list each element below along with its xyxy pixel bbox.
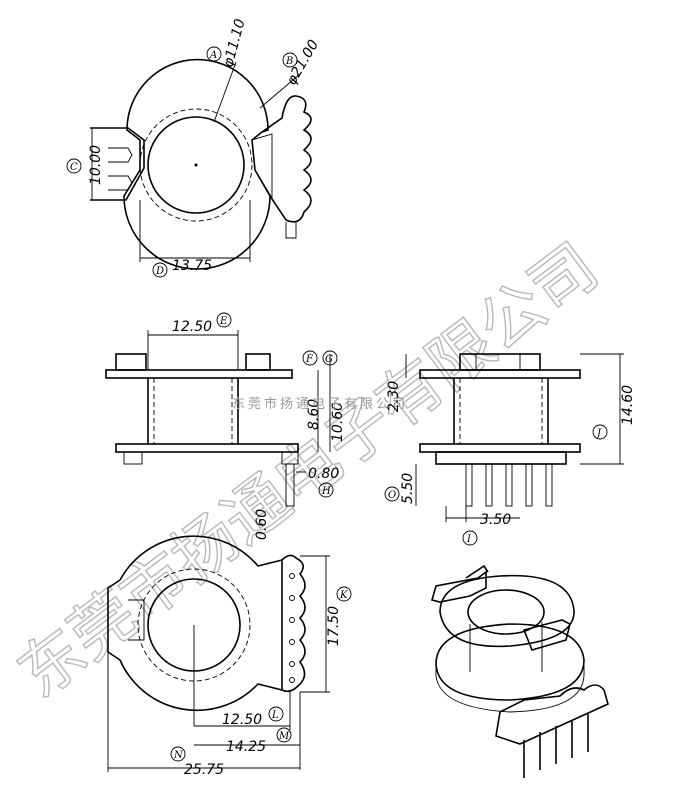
dim-N-value: 25.75 bbox=[184, 762, 224, 778]
dim-O-value: 5.50 bbox=[400, 473, 416, 504]
top-dashed-circle bbox=[139, 108, 253, 222]
label-F: F bbox=[305, 354, 314, 365]
dim-G-value: 10.60 bbox=[330, 402, 346, 442]
label-L: L bbox=[271, 710, 279, 721]
top-core-circle bbox=[147, 116, 245, 214]
dim-M-value: 14.25 bbox=[226, 739, 266, 755]
label-I: I bbox=[466, 534, 472, 545]
top-pin-tab bbox=[261, 95, 312, 223]
label-H: H bbox=[321, 486, 331, 497]
front-view: 12.50 E 8.60 10.60 F G 0.80 H bbox=[105, 312, 346, 507]
label-K: K bbox=[339, 590, 348, 601]
bottom-flange-outline bbox=[119, 535, 283, 712]
top-view: 10.00 C 13.75 D φ11.10 A φ21.00 B bbox=[66, 17, 322, 278]
dim-C-value: 10.00 bbox=[88, 145, 104, 185]
label-B: B bbox=[285, 56, 293, 67]
dim-I-value: 3.50 bbox=[480, 512, 511, 528]
bottom-pin-strip bbox=[281, 554, 306, 693]
isometric-view bbox=[431, 564, 609, 778]
label-M: M bbox=[278, 731, 290, 742]
bottom-view: 0.60 17.50 K 12.50 L 14.25 M 25.75 N bbox=[107, 509, 352, 778]
dim-P-value: 0.60 bbox=[254, 509, 270, 540]
label-A: A bbox=[209, 50, 217, 61]
dim-E-value: 12.50 bbox=[172, 319, 212, 335]
label-O: O bbox=[388, 490, 396, 501]
top-left-slot bbox=[90, 127, 145, 201]
watermark-small: 东莞市扬通电子有限公司 bbox=[232, 396, 408, 412]
label-D: D bbox=[155, 266, 164, 277]
dim-C2-value: 2.30 bbox=[386, 381, 402, 412]
dim-J-value: 14.60 bbox=[620, 385, 636, 425]
label-G: G bbox=[325, 354, 333, 365]
side-view: 2.30 14.60 J 5.50 O 3.50 I bbox=[384, 353, 636, 546]
top-center-point bbox=[194, 163, 198, 167]
label-J: J bbox=[595, 428, 602, 439]
dim-D-value: 13.75 bbox=[172, 258, 212, 274]
dim-A-value: φ11.10 bbox=[220, 17, 248, 69]
label-E: E bbox=[219, 316, 228, 327]
dim-H-value: 0.80 bbox=[308, 466, 339, 482]
label-N: N bbox=[173, 750, 184, 761]
dim-F-value: 8.60 bbox=[306, 399, 322, 430]
dim-K-value: 17.50 bbox=[326, 606, 342, 646]
label-C: C bbox=[70, 162, 78, 173]
dim-L-value: 12.50 bbox=[222, 712, 262, 728]
